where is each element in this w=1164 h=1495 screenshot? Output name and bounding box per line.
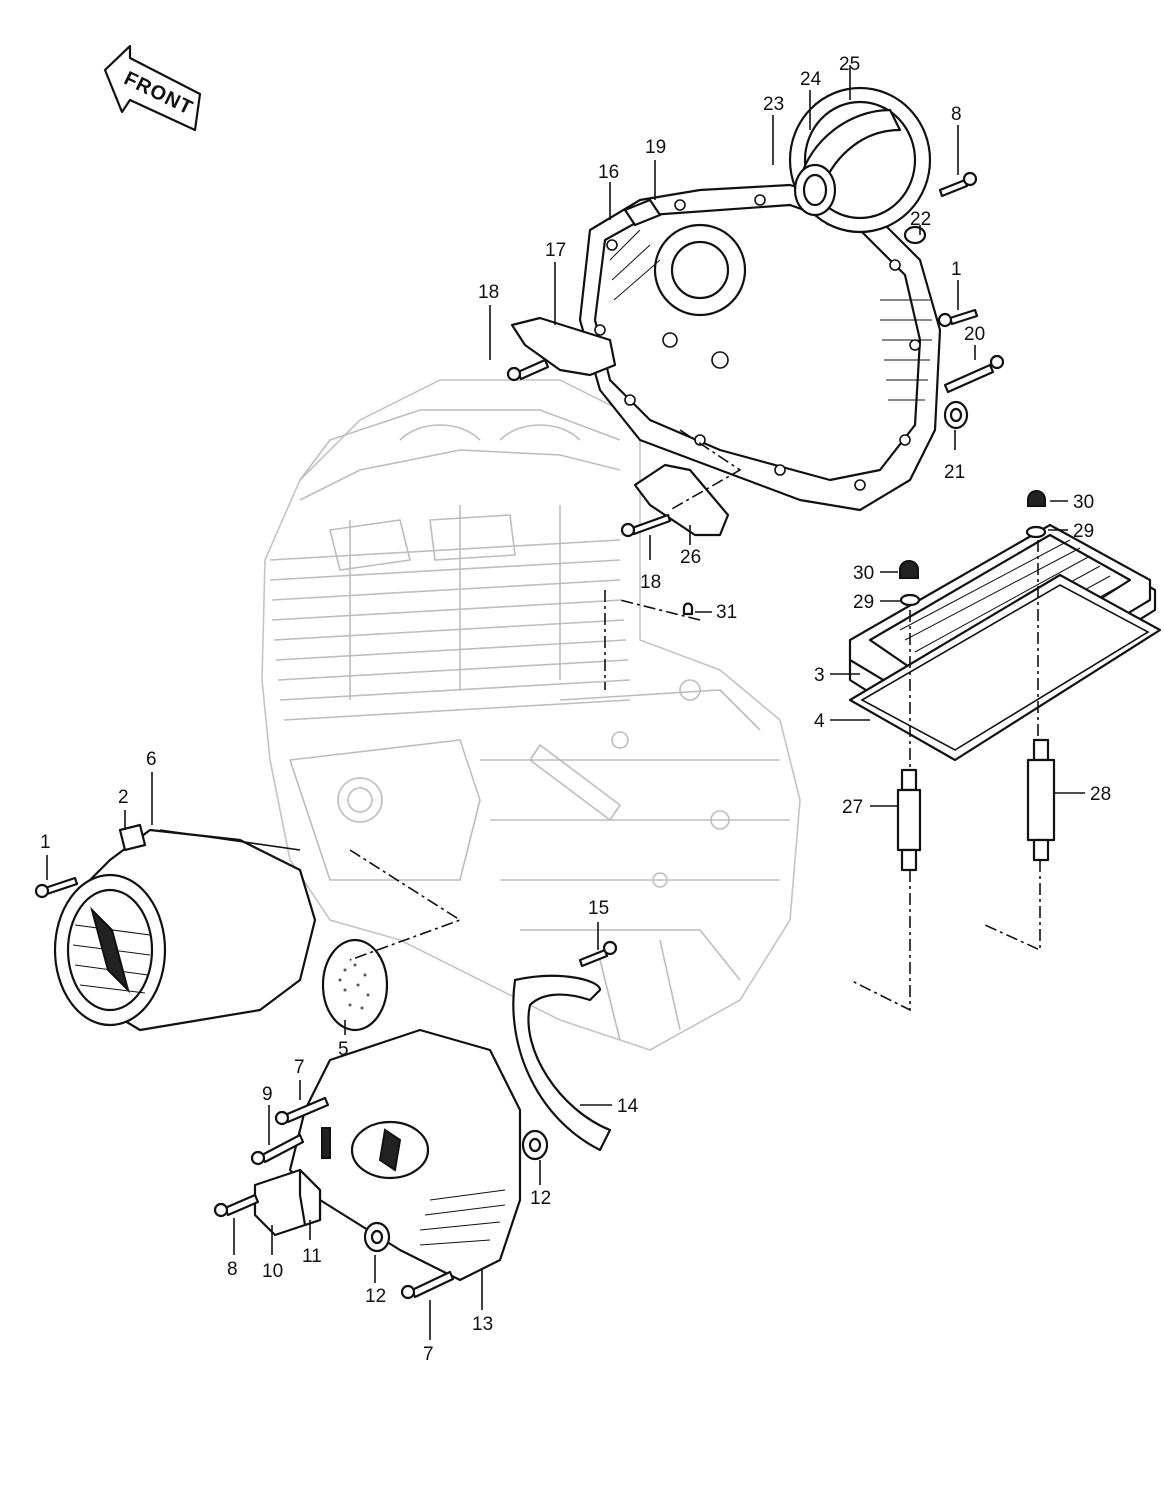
callout-29: 29 [1073, 521, 1094, 542]
stud-28 [1026, 738, 1056, 862]
callout-13: 13 [472, 1314, 493, 1335]
callout-15: 15 [588, 898, 609, 919]
sprocket-cover [288, 1028, 522, 1282]
front-direction-arrow: FRONT [103, 44, 202, 132]
callout-30: 30 [1073, 492, 1094, 513]
callout-7: 7 [423, 1344, 434, 1365]
callout-9: 9 [262, 1084, 273, 1105]
small-cover-17 [510, 316, 617, 377]
callout-5: 5 [338, 1039, 349, 1060]
callout-1: 1 [40, 832, 51, 853]
callout-18: 18 [478, 282, 499, 303]
callout-6: 6 [146, 749, 157, 770]
callout-4: 4 [814, 711, 825, 732]
callout-10: 10 [262, 1261, 283, 1282]
callout-12: 12 [530, 1188, 551, 1209]
callout-30: 30 [853, 563, 874, 584]
bracket-block [253, 1168, 322, 1237]
bolts [34, 171, 1005, 1300]
caps-and-washers [321, 225, 1047, 1253]
callout-17: 17 [545, 240, 566, 261]
callout-8: 8 [227, 1259, 238, 1280]
callout-29: 29 [853, 592, 874, 613]
callout-21: 21 [944, 462, 965, 483]
leader-lines [46, 65, 1085, 1340]
callout-8: 8 [951, 104, 962, 125]
round-cover [788, 86, 932, 234]
callout-27: 27 [842, 797, 863, 818]
left-engine-cover [53, 823, 317, 1032]
clutch-cover [578, 183, 942, 512]
callout-25: 25 [839, 54, 860, 75]
head-cover-gasket [848, 573, 1162, 762]
callout-24: 24 [800, 69, 822, 90]
callout-14: 14 [617, 1096, 639, 1117]
callout-31: 31 [716, 602, 737, 623]
callout-26: 26 [680, 547, 701, 568]
engine-block-outline [261, 379, 801, 1051]
chain-guide [512, 974, 612, 1152]
callout-2: 2 [118, 787, 129, 808]
callout-labels: 1 2 6 5 7 9 8 10 11 12 7 13 12 14 15 18 … [40, 54, 1111, 1365]
callout-19: 19 [645, 137, 666, 158]
callout-12: 12 [365, 1286, 386, 1307]
callout-20: 20 [964, 324, 985, 345]
stud-27 [896, 768, 922, 872]
callout-16: 16 [598, 162, 619, 183]
callout-3: 3 [814, 665, 825, 686]
callout-18: 18 [640, 572, 661, 593]
small-cover-26 [633, 463, 730, 537]
callout-11: 11 [302, 1246, 322, 1267]
inspection-cap [321, 938, 389, 1032]
callout-7: 7 [294, 1057, 305, 1078]
callout-1: 1 [951, 259, 962, 280]
callout-23: 23 [763, 94, 784, 115]
callout-22: 22 [910, 209, 931, 230]
callout-28: 28 [1090, 784, 1111, 805]
